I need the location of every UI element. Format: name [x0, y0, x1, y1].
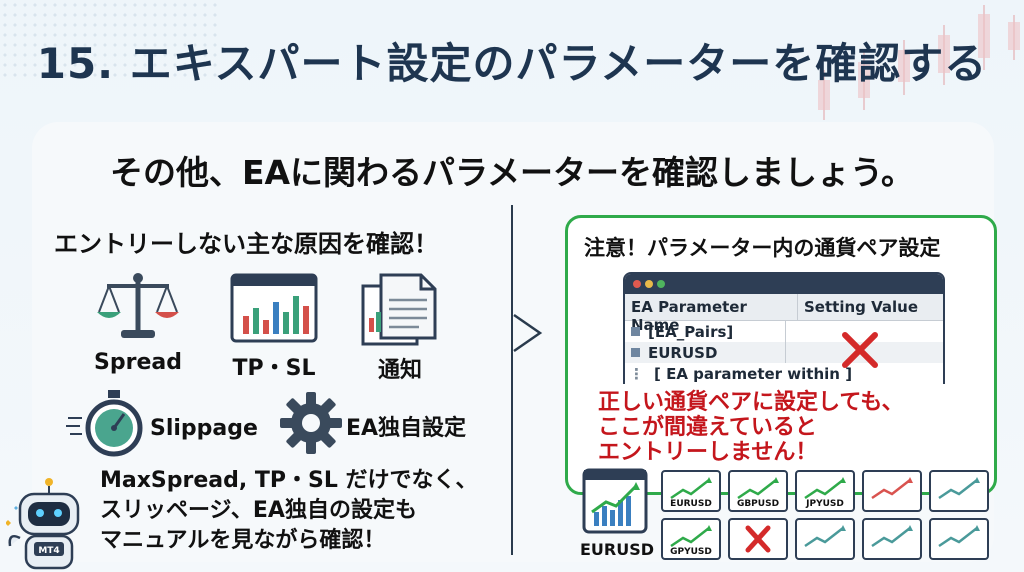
scale-icon: [97, 273, 179, 338]
pair-tile[interactable]: GBPUSD: [728, 470, 788, 512]
trend-line-icon: [737, 477, 779, 500]
gear-icon: [280, 392, 342, 454]
pair-tile[interactable]: JPYUSD: [795, 470, 855, 512]
parameter-window: EA Parameter Name Setting Value [EA_Pair…: [623, 272, 945, 384]
pair-label: JPYUSD: [806, 499, 844, 509]
ellipsis-icon: ⋮: [629, 364, 644, 383]
document-icon: [361, 273, 437, 346]
pair-tile[interactable]: [929, 470, 989, 512]
table-row[interactable]: EURUSD: [625, 342, 943, 363]
pair-tile[interactable]: [728, 518, 788, 560]
tpsl-item: TP・SL: [226, 272, 322, 382]
pair-label: GPYUSD: [670, 547, 712, 557]
row-bullet-icon: [631, 348, 640, 357]
pair-tile[interactable]: [929, 518, 989, 560]
red-cross-icon: [842, 332, 878, 368]
trend-line-icon: [670, 525, 712, 548]
warning-line: ここが間違えていると: [598, 415, 817, 440]
trend-line-icon: [938, 477, 980, 500]
left-heading: エントリーしない主な原因を確認！: [54, 230, 438, 258]
param-name: EURUSD: [648, 343, 718, 362]
red-cross-icon: [745, 525, 771, 553]
notify-label: 通知: [377, 358, 422, 383]
chart-window-icon: [230, 273, 318, 343]
warning-heading: 注意！パラメーター内の通貨ペア設定: [584, 236, 941, 260]
window-titlebar: [625, 274, 943, 294]
chevron-right-icon: [513, 313, 543, 353]
pair-tile[interactable]: [862, 470, 922, 512]
warning-text: 正しい通貨ペアに設定しても、 ここが間違えていると エントリーしません！: [598, 390, 904, 465]
center-divider: [511, 205, 513, 555]
robot-mascot: MT4: [6, 478, 80, 570]
note-line: MaxSpread, TP・SL だけでなく、: [100, 468, 478, 493]
row-bullet-icon: [631, 327, 640, 336]
background-dots: [0, 0, 220, 80]
note-line: スリッページ、EA独自の設定も: [100, 498, 417, 523]
trend-line-icon: [804, 525, 846, 548]
slippage-label: Slippage: [150, 416, 258, 441]
maximize-dot-icon[interactable]: [657, 280, 665, 288]
pair-label: EURUSD: [670, 499, 712, 509]
table-header: EA Parameter Name Setting Value: [625, 294, 943, 334]
left-note: MaxSpread, TP・SL だけでなく、 スリッページ、EA独自の設定も …: [100, 466, 478, 556]
robot-badge: MT4: [38, 546, 59, 556]
pair-label: GBPUSD: [736, 499, 780, 509]
trend-line-icon: [938, 525, 980, 548]
warning-line: エントリーしません！: [598, 440, 818, 465]
pair-tile[interactable]: [795, 518, 855, 560]
trend-line-icon: [871, 525, 913, 548]
pair-tile[interactable]: [862, 518, 922, 560]
ea-custom-label: EA独自設定: [346, 416, 467, 441]
tpsl-label: TP・SL: [232, 356, 316, 381]
trend-line-icon: [804, 477, 846, 500]
notify-item: 通知: [356, 272, 444, 384]
trend-line-icon: [670, 477, 712, 500]
page-title: 15. エキスパート設定のパラメーターを確認する: [36, 39, 988, 88]
column-header: EA Parameter Name: [625, 294, 798, 334]
main-pair-label: EURUSD: [580, 540, 655, 559]
param-name: [ EA parameter within ]: [654, 364, 853, 383]
column-header: Setting Value: [804, 298, 919, 316]
spread-item: Spread: [92, 272, 184, 375]
pair-tile[interactable]: EURUSD: [661, 470, 721, 512]
stopwatch-icon: [66, 390, 143, 457]
close-dot-icon[interactable]: [633, 280, 641, 288]
warning-line: 正しい通貨ペアに設定しても、: [598, 390, 904, 415]
spread-label: Spread: [94, 350, 182, 375]
table-row[interactable]: ⋮ [ EA parameter within ]: [625, 363, 943, 384]
subtitle: その他、EAに関わるパラメーターを確認しましょう。: [109, 153, 915, 192]
candlestick-background: [818, 5, 1020, 120]
main-pair-chart-icon: [582, 468, 648, 534]
note-line: マニュアルを見ながら確認！: [100, 528, 386, 553]
minimize-dot-icon[interactable]: [645, 280, 653, 288]
table-row[interactable]: [EA_Pairs]: [625, 321, 943, 342]
pair-tile[interactable]: GPYUSD: [661, 518, 721, 560]
trend-line-icon: [871, 477, 913, 500]
param-name: [EA_Pairs]: [648, 322, 734, 341]
